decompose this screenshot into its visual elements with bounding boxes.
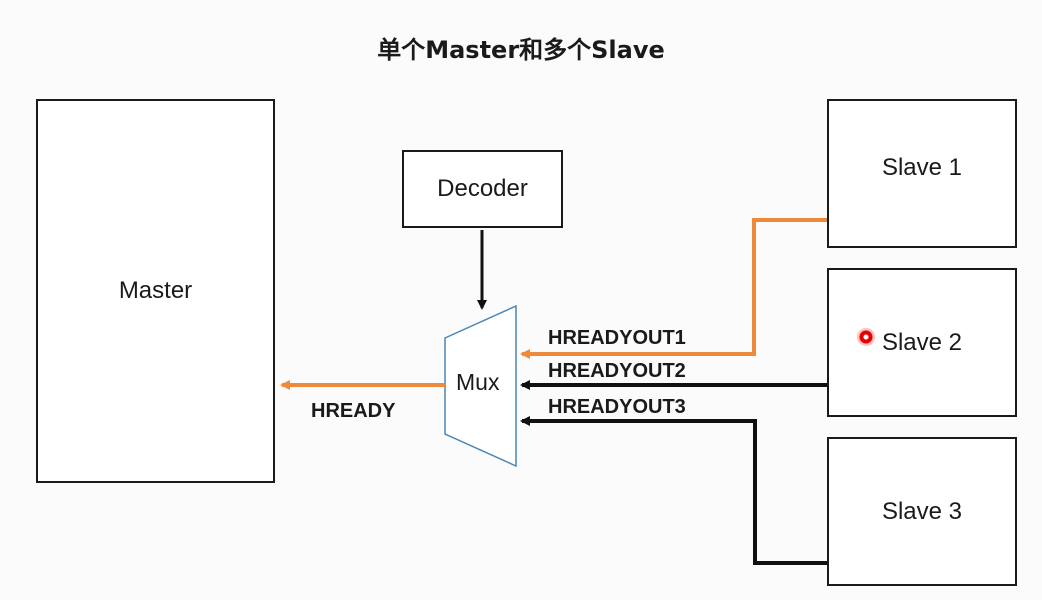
slave-3-block: Slave 3 xyxy=(827,437,1017,586)
decoder-block: Decoder xyxy=(402,150,563,228)
slave-2-label: Slave 2 xyxy=(881,328,963,356)
master-label: Master xyxy=(118,277,193,304)
hreadyout3-label: HREADYOUT3 xyxy=(548,396,686,418)
diagram-title: 单个Master和多个Slave xyxy=(377,36,665,64)
slave-1-block: Slave 1 xyxy=(827,99,1017,248)
slave-2-block: Slave 2 xyxy=(827,268,1017,417)
mux-label: Mux xyxy=(456,369,500,395)
decoder-label: Decoder xyxy=(437,175,528,202)
hreadyout2-label: HREADYOUT2 xyxy=(548,360,686,382)
slave-1-label: Slave 1 xyxy=(881,153,963,181)
slave-3-label: Slave 3 xyxy=(881,497,963,525)
hreadyout1-label: HREADYOUT1 xyxy=(548,327,686,349)
hreadyout1-line xyxy=(520,218,827,359)
red-dot-pointer-icon xyxy=(857,328,875,346)
master-block: Master xyxy=(36,99,275,483)
mux-shape xyxy=(444,304,517,468)
hready-label: HREADY xyxy=(311,400,396,422)
hreadyout3-line xyxy=(520,416,827,565)
